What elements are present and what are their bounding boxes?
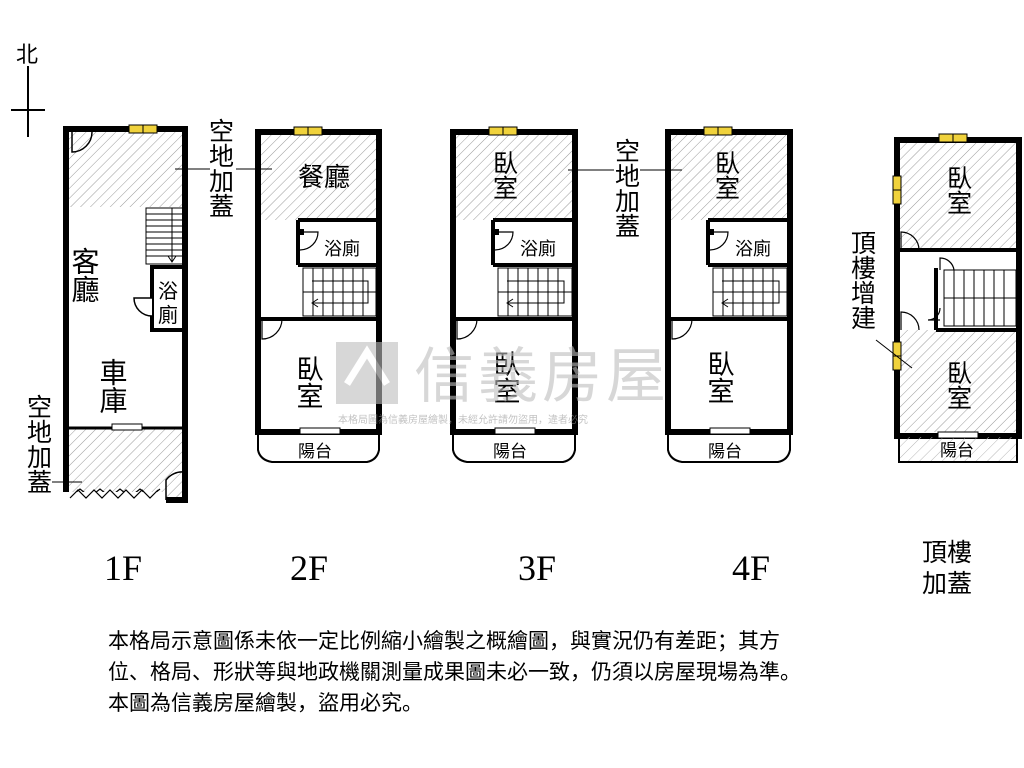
annotation-empty-land-addition-2f: 空地加蓋 [206, 118, 235, 218]
room-roof-bedroom-south: 臥室 [944, 360, 973, 410]
annotation-empty-land-addition-3f: 空地加蓋 [612, 138, 641, 238]
north-label: 北 [16, 43, 38, 68]
disclaimer-line-2: 位、格局、形狀等與地政機關測量成果圖未必一致，仍須以房屋現場為準。 [108, 660, 801, 684]
floor-label-roof-line-2: 加蓋 [922, 569, 973, 598]
floor-label-3f: 3F [518, 548, 557, 588]
room-3f-bath: 浴廁 [520, 238, 556, 260]
floor-1f-plan [62, 124, 188, 504]
room-2f-dining: 餐廳 [298, 163, 350, 193]
room-3f-bedroom-north: 臥室 [490, 150, 519, 200]
disclaimer: 本格局示意圖係未依一定比例縮小繪製之概繪圖，與實況仍有差距；其方 位、格局、形狀… [108, 626, 998, 719]
annotation-empty-land-addition-1f: 空地加蓋 [24, 394, 53, 494]
room-3f-balcony: 陽台 [493, 442, 527, 462]
room-3f-bedroom-south: 臥室 [489, 350, 520, 404]
room-2f-balcony: 陽台 [298, 442, 332, 462]
floor-label-2f: 2F [290, 548, 329, 588]
floor-label-4f: 4F [732, 548, 771, 588]
room-2f-bath: 浴廁 [324, 238, 360, 260]
room-roof-balcony: 陽台 [940, 441, 974, 461]
room-4f-balcony: 陽台 [708, 442, 742, 462]
floor-2f-plan [255, 126, 382, 463]
room-1f-living: 客廳 [68, 247, 101, 303]
room-4f-bedroom-south: 臥室 [703, 350, 734, 404]
room-1f-garage: 車庫 [96, 358, 129, 414]
disclaimer-line-1: 本格局示意圖係未依一定比例縮小繪製之概繪圖，與實況仍有差距；其方 [108, 629, 780, 653]
disclaimer-line-3: 本圖為信義房屋繪製，盜用必究。 [108, 691, 423, 715]
watermark-notice: 本格局圖為信義房屋繪製，未經允許請勿盜用，違者必究 [338, 413, 588, 426]
floor-3f-plan [450, 126, 578, 463]
watermark-brand: 信義房屋 [414, 342, 670, 412]
floor-label-roof: 頂樓 加蓋 [922, 537, 972, 599]
room-2f-bedroom: 臥室 [292, 355, 323, 409]
annotation-roof-addition: 頂樓增建 [848, 230, 877, 330]
north-arrow-icon [11, 66, 45, 137]
floor-4f-plan [665, 126, 793, 463]
room-1f-bath-1: 浴 [158, 279, 178, 303]
room-4f-bath: 浴廁 [735, 238, 771, 260]
floor-label-1f: 1F [104, 548, 143, 588]
room-1f-bath-2: 廁 [158, 303, 178, 327]
watermark: 信義房屋 本格局圖為信義房屋繪製，未經允許請勿盜用，違者必究 [336, 342, 670, 426]
room-4f-bedroom-north: 臥室 [712, 150, 741, 200]
floor-label-roof-line-1: 頂樓 [922, 538, 973, 567]
room-roof-bedroom-north: 臥室 [944, 165, 973, 215]
